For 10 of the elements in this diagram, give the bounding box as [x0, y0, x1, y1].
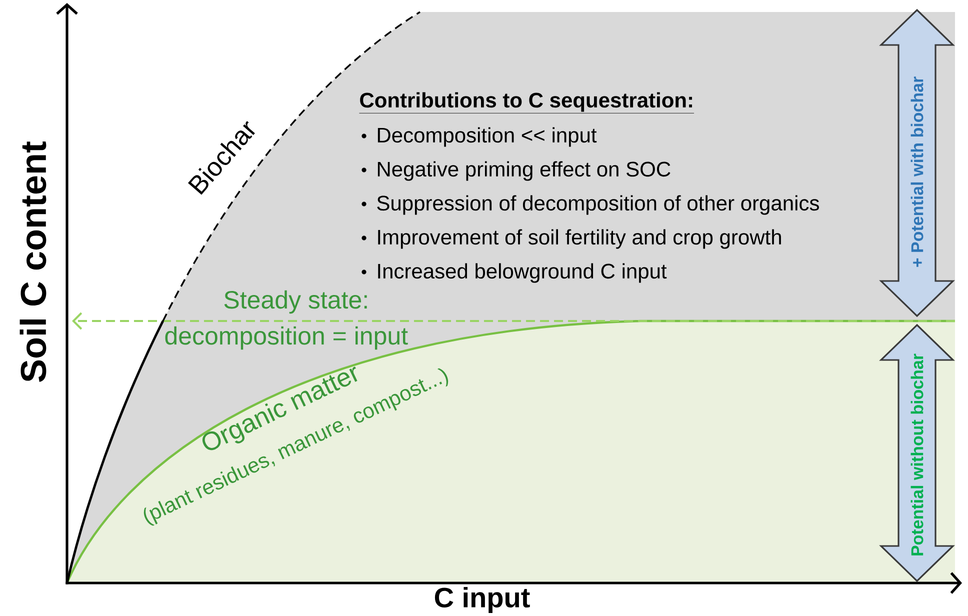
axis-title: C input — [434, 586, 530, 614]
list-item: Negative priming effect on SOC — [378, 161, 670, 181]
level-label: decomposition = input — [165, 326, 408, 350]
heading: Contributions to C sequestration: — [359, 92, 694, 114]
list-item: Decomposition << input — [378, 127, 597, 147]
axis-title: Soil C content — [20, 141, 46, 382]
list-item: Improvement of soil fertility and crop growth — [378, 229, 781, 249]
level-label: Steady state: — [224, 290, 367, 314]
list-item: Increased belowground C input — [378, 263, 667, 283]
list-item: Suppression of decomposition of other organics — [377, 195, 819, 215]
